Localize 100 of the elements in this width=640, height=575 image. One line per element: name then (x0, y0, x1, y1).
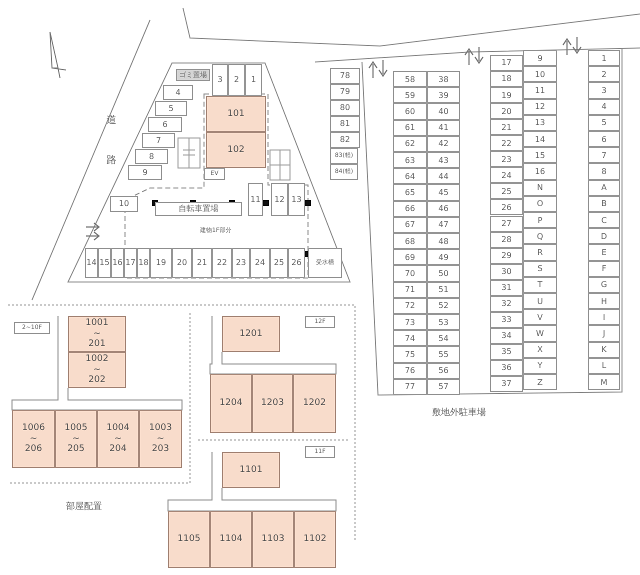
unit-number: 1005 ~ 205 (64, 423, 88, 455)
space-number: 3 (601, 86, 607, 96)
space-number: 62 (404, 139, 416, 148)
parking-space (427, 71, 460, 88)
floor-tag (305, 446, 335, 458)
parking-space (124, 248, 137, 278)
parking-space (393, 200, 427, 217)
garbage-area (176, 69, 210, 81)
parking-space (588, 66, 620, 82)
parking-space (490, 248, 523, 264)
space-number: 80 (340, 103, 350, 113)
space-number: 14 (534, 134, 546, 144)
space-number: 57 (438, 382, 449, 392)
parking-space (588, 374, 620, 390)
parking-space (271, 183, 288, 216)
parking-space (490, 119, 523, 136)
parking-space (523, 325, 557, 342)
parking-space (427, 184, 460, 201)
parking-space (330, 68, 360, 84)
parking-space (523, 260, 557, 277)
space-number: H (600, 296, 607, 306)
space-number: 52 (438, 301, 449, 310)
space-number: 17 (501, 58, 512, 68)
space-number: 19 (501, 90, 512, 100)
apartment-unit (139, 410, 182, 468)
parking-space (490, 199, 523, 216)
parking-space (523, 358, 557, 374)
parking-space (393, 120, 427, 136)
space-number: 15 (534, 150, 546, 160)
parking-space (490, 167, 523, 184)
unit-number: 1101 (240, 464, 262, 476)
space-number: 2 (234, 75, 240, 85)
unit-number: 1003 ~ 203 (149, 423, 172, 455)
parking-space (490, 344, 523, 360)
parking-space (490, 296, 523, 312)
parking-space (427, 120, 460, 136)
space-number: 24 (254, 258, 266, 268)
unit-number: 1201 (240, 328, 262, 340)
unit-number: 101 (227, 108, 245, 120)
parking-space (523, 212, 557, 228)
space-number: 15 (99, 258, 110, 268)
parking-space (110, 196, 138, 212)
space-number: G (600, 280, 608, 290)
parking-space (85, 248, 98, 278)
space-number: 75 (404, 350, 416, 360)
parking-space (588, 342, 620, 358)
parking-space (163, 85, 193, 100)
parking-space (393, 87, 427, 104)
space-number: 82 (340, 135, 350, 145)
parking-space (523, 374, 557, 390)
parking-space (588, 114, 620, 131)
space-number: 73 (404, 318, 416, 327)
parking-space (588, 131, 620, 148)
space-number: L (602, 361, 606, 370)
parking-space (393, 330, 427, 346)
space-number: 35 (501, 347, 512, 356)
parking-space (490, 360, 523, 376)
space-number: W (536, 328, 544, 338)
parking-space (523, 309, 557, 326)
space-number: 68 (404, 236, 416, 246)
apartment-unit (55, 410, 97, 468)
parking-space (490, 312, 523, 328)
plan-caption: 部屋配置 (66, 500, 102, 513)
parking-space (588, 358, 620, 374)
unit-number: 1103 (262, 534, 284, 545)
space-number: 47 (438, 220, 449, 230)
area-label: 自転車置場 (178, 204, 218, 214)
space-number: 76 (404, 366, 416, 376)
parking-space (427, 168, 460, 184)
space-number: 18 (138, 258, 149, 268)
space-number: 4 (601, 102, 607, 112)
parking-space (490, 232, 523, 248)
parking-space (150, 248, 172, 278)
space-number: 44 (438, 172, 449, 181)
area-label: 敷地外駐車場 (432, 406, 486, 419)
space-number: 74 (404, 334, 416, 343)
parking-space (523, 293, 557, 310)
apartment-unit (206, 132, 266, 168)
space-number: I (602, 312, 606, 322)
space-number: Y (538, 361, 542, 370)
space-number: 63 (404, 156, 416, 165)
parking-space (427, 330, 460, 346)
parking-space (523, 180, 557, 196)
apartment-unit (252, 374, 293, 433)
parking-space (192, 248, 212, 278)
space-number: A (601, 183, 607, 192)
parking-space (427, 314, 460, 330)
parking-space (393, 249, 427, 266)
space-number: F (602, 264, 606, 274)
parking-space (245, 64, 262, 96)
space-number: 78 (340, 71, 350, 81)
parking-space (148, 117, 182, 132)
unit-number: 1204 (220, 398, 242, 409)
parking-space (393, 265, 427, 282)
parking-space (490, 135, 523, 152)
space-number: 17 (125, 258, 136, 268)
parking-space (523, 98, 557, 115)
parking-space (232, 248, 250, 278)
parking-space (523, 147, 557, 164)
apartment-unit (68, 352, 126, 388)
